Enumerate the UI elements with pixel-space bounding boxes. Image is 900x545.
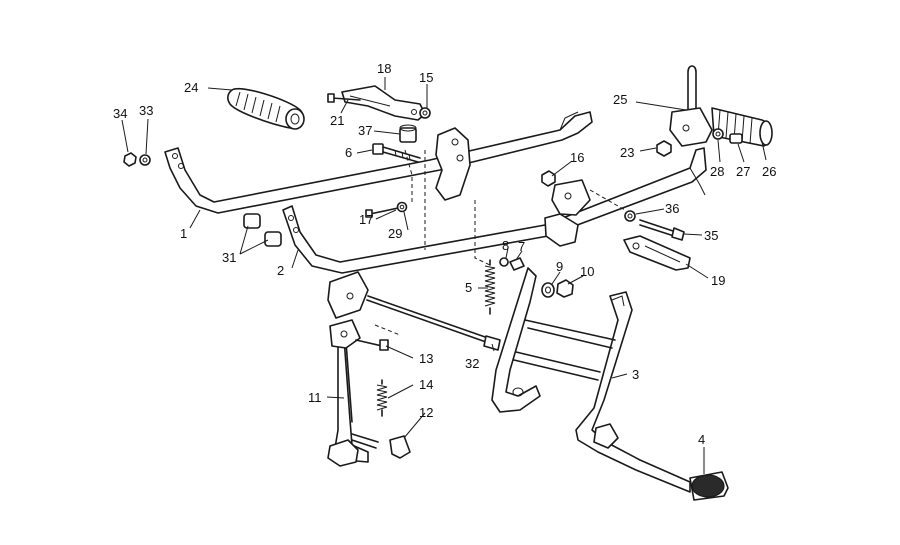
footrest-bar-lower — [282, 147, 707, 274]
bolt-35 — [639, 219, 685, 241]
center-stand-3 — [491, 267, 691, 493]
callout-5: 5 — [465, 280, 472, 295]
callout-13: 13 — [419, 351, 433, 366]
center-bracket-plate — [435, 127, 471, 201]
rail-bracket — [544, 179, 591, 247]
callout-6: 6 — [345, 145, 352, 160]
pin-27 — [729, 133, 743, 144]
washer-9 — [541, 282, 555, 298]
callout-17: 17 — [359, 212, 373, 227]
pivot-bolt-32 — [366, 295, 501, 351]
bolt-7 — [509, 257, 525, 271]
callout-26: 26 — [762, 164, 776, 179]
bolt-6 — [372, 143, 421, 163]
callout-9: 9 — [556, 259, 563, 274]
footrest-bracket-25 — [669, 65, 713, 147]
callout-25: 25 — [613, 92, 627, 107]
callout-37: 37 — [358, 123, 372, 138]
callout-28: 28 — [710, 164, 724, 179]
nut-23 — [656, 140, 672, 157]
bolt-13 — [355, 339, 389, 351]
callout-1: 1 — [180, 226, 187, 241]
footrest-bar-upper — [164, 111, 593, 214]
callout-24: 24 — [184, 80, 198, 95]
callout-15: 15 — [419, 70, 433, 85]
callout-4: 4 — [698, 432, 705, 447]
callout-16: 16 — [570, 150, 584, 165]
washer-8 — [499, 257, 509, 267]
callout-27: 27 — [736, 164, 750, 179]
washer-28 — [712, 128, 724, 140]
callout-labels: 24 18 15 21 37 6 17 29 34 33 1 31 2 16 2… — [113, 61, 776, 447]
callout-32: 32 — [465, 356, 479, 371]
callout-18: 18 — [377, 61, 391, 76]
callout-3: 3 — [632, 367, 639, 382]
washer-33 — [139, 154, 151, 166]
callout-23: 23 — [620, 145, 634, 160]
nut-15 — [419, 107, 431, 119]
footrest-rubber-26 — [711, 107, 773, 147]
plug-12 — [389, 435, 411, 459]
callout-36: 36 — [665, 201, 679, 216]
callout-11: 11 — [308, 390, 322, 405]
screw-17 — [365, 207, 399, 218]
nut-10 — [556, 279, 574, 298]
bracket-18 — [341, 85, 426, 121]
spring-5 — [484, 259, 496, 315]
nut-34 — [123, 152, 137, 167]
callout-21: 21 — [330, 113, 344, 128]
lever-plate-19 — [623, 235, 691, 271]
bolt-21 — [327, 93, 361, 103]
callout-14: 14 — [419, 377, 433, 392]
bushing-37 — [399, 124, 417, 143]
callout-8: 8 — [502, 238, 509, 253]
spring-14 — [376, 379, 388, 417]
washer-29 — [396, 201, 408, 213]
footrest-rubber-24 — [227, 87, 305, 130]
nut-16 — [541, 170, 556, 187]
leader-lines — [121, 77, 767, 474]
callout-35: 35 — [704, 228, 718, 243]
callout-2: 2 — [277, 263, 284, 278]
bushings-31 — [243, 213, 282, 247]
assembly-guide-lines — [374, 149, 626, 336]
callout-12: 12 — [419, 405, 433, 420]
callout-34: 34 — [113, 106, 127, 121]
callout-7: 7 — [518, 239, 525, 254]
washer-36 — [624, 210, 636, 222]
callout-31: 31 — [222, 250, 236, 265]
callout-33: 33 — [139, 103, 153, 118]
side-stand-11 — [327, 271, 379, 467]
callout-19: 19 — [711, 273, 725, 288]
callout-29: 29 — [388, 226, 402, 241]
callout-10: 10 — [580, 264, 594, 279]
stand-foot-rubber-4 — [689, 471, 729, 501]
